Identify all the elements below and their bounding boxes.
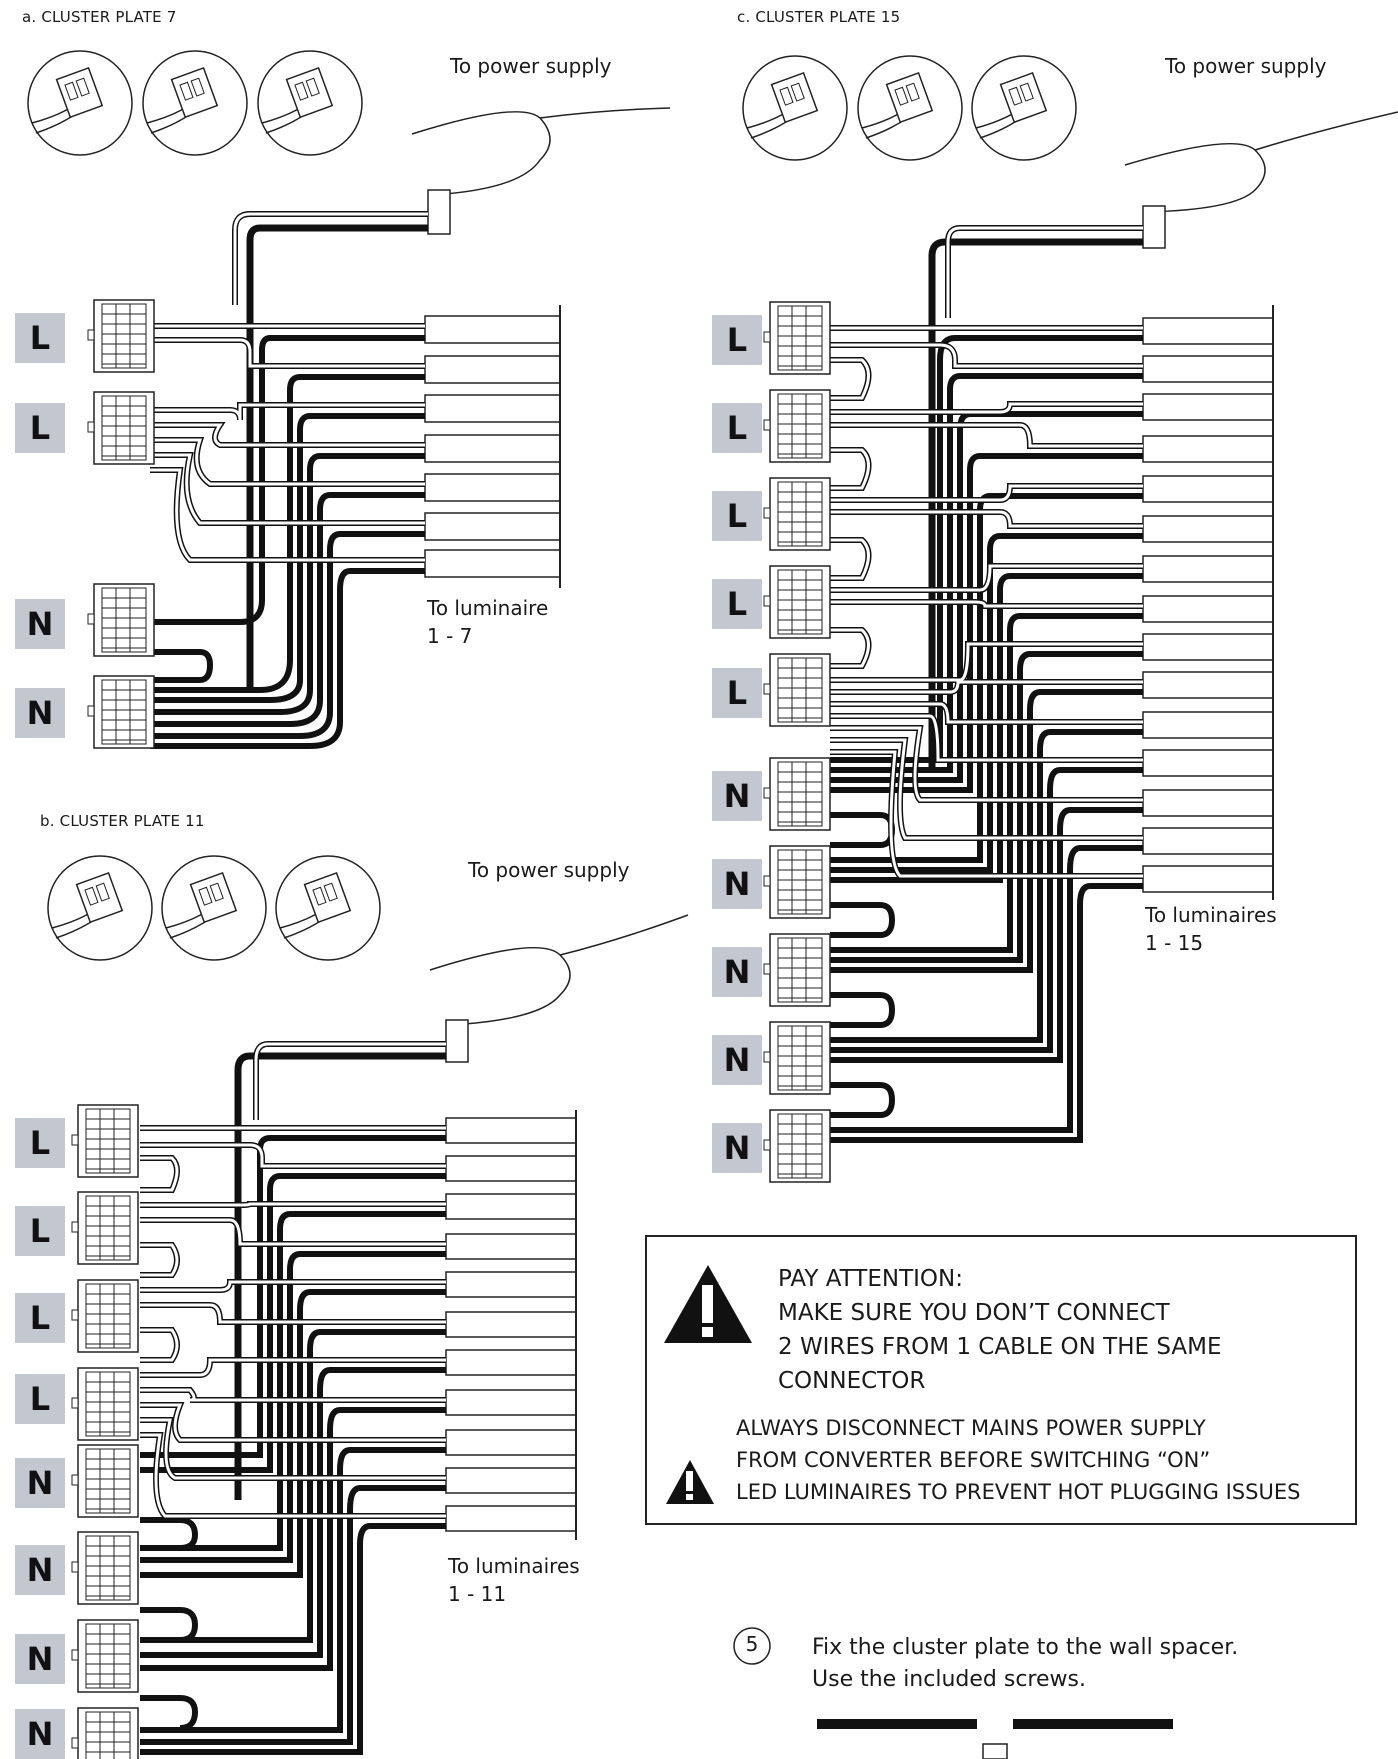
plate-b-badge-n2: N bbox=[15, 1545, 65, 1595]
plate-b-badge-n4: N bbox=[15, 1709, 65, 1759]
plate-b-title: b. CLUSTER PLATE 11 bbox=[40, 812, 205, 830]
plate-a-badge-l1: L bbox=[15, 313, 65, 363]
plate-c-badge-n3: N bbox=[712, 947, 762, 997]
plate-b-badge-n1: N bbox=[15, 1458, 65, 1508]
plate-c-diagram bbox=[742, 55, 1398, 1183]
plate-b-luminaire-range: 1 - 11 bbox=[448, 1582, 507, 1606]
plate-c-badge-l5: L bbox=[712, 668, 762, 718]
step-circle bbox=[733, 1627, 771, 1665]
warning-line-7: LED LUMINAIRES TO PREVENT HOT PLUGGING I… bbox=[736, 1480, 1301, 1504]
plate-c-badge-l1: L bbox=[712, 315, 762, 365]
screw-icon bbox=[982, 1743, 1008, 1759]
warning-line-3: 2 WIRES FROM 1 CABLE ON THE SAME bbox=[778, 1334, 1222, 1360]
warning-line-5: ALWAYS DISCONNECT MAINS POWER SUPPLY bbox=[736, 1416, 1206, 1440]
plate-c-badge-n4: N bbox=[712, 1035, 762, 1085]
plate-c-badge-l3: L bbox=[712, 491, 762, 541]
step-line-2: Use the included screws. bbox=[812, 1667, 1086, 1692]
warning-box bbox=[645, 1235, 1357, 1525]
plate-b-luminaire-label: To luminaires bbox=[448, 1554, 580, 1578]
plate-b-power-label: To power supply bbox=[468, 858, 630, 882]
plate-a-luminaire-label: To luminaire bbox=[427, 596, 549, 620]
plate-a-power-label: To power supply bbox=[450, 54, 612, 78]
plate-a-badge-l2: L bbox=[15, 403, 65, 453]
plate-c-badge-n5: N bbox=[712, 1123, 762, 1173]
plate-c-luminaire-range: 1 - 15 bbox=[1145, 931, 1204, 955]
plate-a-title: a. CLUSTER PLATE 7 bbox=[22, 8, 177, 26]
plate-b-badge-l2: L bbox=[15, 1206, 65, 1256]
plate-b-badge-l4: L bbox=[15, 1374, 65, 1424]
step-line-1: Fix the cluster plate to the wall spacer… bbox=[812, 1635, 1239, 1660]
plate-c-title: c. CLUSTER PLATE 15 bbox=[737, 8, 901, 26]
plate-a-badge-n2: N bbox=[15, 688, 65, 738]
plate-b-badge-l1: L bbox=[15, 1118, 65, 1168]
warning-line-1: PAY ATTENTION: bbox=[778, 1266, 963, 1292]
plate-c-badge-l2: L bbox=[712, 403, 762, 453]
warning-line-2: MAKE SURE YOU DON’T CONNECT bbox=[778, 1300, 1170, 1326]
plate-b-badge-l3: L bbox=[15, 1293, 65, 1343]
wall-spacer-right bbox=[1013, 1719, 1173, 1729]
plate-a-luminaire-range: 1 - 7 bbox=[427, 624, 473, 648]
plate-b-diagram bbox=[47, 855, 689, 1759]
plate-a-diagram bbox=[27, 50, 671, 749]
warning-line-4: CONNECTOR bbox=[778, 1368, 926, 1394]
plate-c-power-label: To power supply bbox=[1165, 54, 1327, 78]
warning-line-6: FROM CONVERTER BEFORE SWITCHING “ON” bbox=[736, 1448, 1211, 1472]
plate-c-badge-n2: N bbox=[712, 859, 762, 909]
plate-b-badge-n3: N bbox=[15, 1634, 65, 1684]
warning-triangles bbox=[664, 1265, 752, 1504]
plate-c-badge-n1: N bbox=[712, 771, 762, 821]
plate-c-luminaire-label: To luminaires bbox=[1145, 903, 1277, 927]
plate-a-badge-n1: N bbox=[15, 599, 65, 649]
step-number: 5 bbox=[745, 1632, 759, 1656]
wall-spacer-left bbox=[817, 1719, 977, 1729]
plate-c-badge-l4: L bbox=[712, 579, 762, 629]
